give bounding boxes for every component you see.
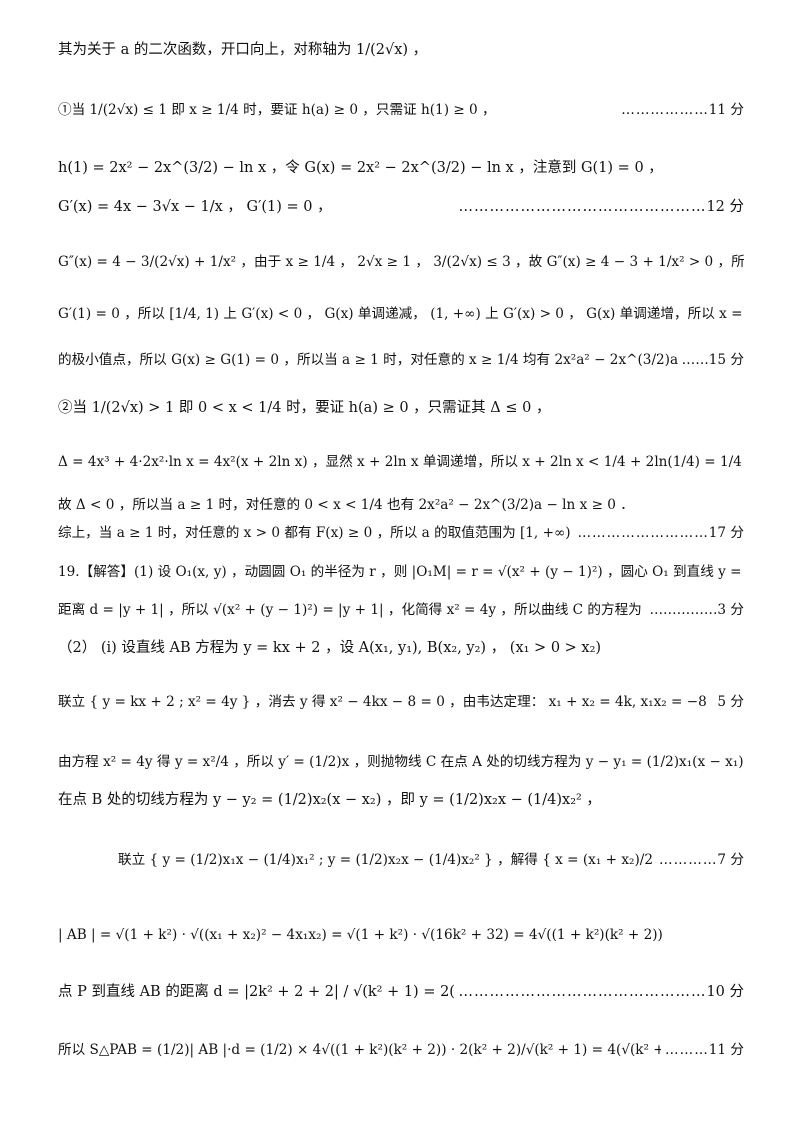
score-marker: ………………11 分 <box>617 100 744 120</box>
text-line-21: 所以 S△PAB = (1/2)| AB |·d = (1/2) × 4√((1… <box>58 1040 744 1060</box>
line-text: 在点 B 处的切线方程为 y − y₂ = (1/2)x₂(x − x₂) ，即… <box>58 792 601 808</box>
line-text: ①当 1/(2√x) ≤ 1 即 x ≥ 1/4 时，要证 h(a) ≥ 0 ，… <box>58 102 496 118</box>
score-marker: ……15 分 <box>677 350 744 370</box>
line-text: 联立 { y = (1/2)x₁x − (1/4)x₁² ; y = (1/2)… <box>118 852 744 868</box>
text-line-11: 综上，当 a ≥ 1 时，对任意的 x > 0 都有 F(x) ≥ 0 ，所以 … <box>58 523 744 543</box>
line-text: ②当 1/(2√x) > 1 即 0 < x < 1/4 时，要证 h(a) ≥… <box>58 400 551 416</box>
line-text: | AB | = √(1 + k²) · √((x₁ + x₂)² − 4x₁x… <box>58 927 663 943</box>
line-text: （2） (i) 设直线 AB 方程为 y = kx + 2 ，设 A(x₁, y… <box>58 640 602 656</box>
text-line-1: 其为关于 a 的二次函数，开口向上，对称轴为 1/(2√x) ， <box>58 40 744 60</box>
line-text: 故 Δ < 0 ，所以当 a ≥ 1 时，对任意的 0 < x < 1/4 也有… <box>58 497 634 513</box>
text-line-10: 故 Δ < 0 ，所以当 a ≥ 1 时，对任意的 0 < x < 1/4 也有… <box>58 495 744 515</box>
text-line-8: ②当 1/(2√x) > 1 即 0 < x < 1/4 时，要证 h(a) ≥… <box>58 398 744 418</box>
score-marker: …………………………………………12 分 <box>454 197 744 217</box>
line-text: 联立 { y = kx + 2 ; x² = 4y } ，消去 y 得 x² −… <box>58 694 744 710</box>
score-marker: ………………………17 分 <box>573 523 744 543</box>
text-line-6: G′(1) = 0 ，所以 [1/4, 1) 上 G′(x) < 0 ， G(x… <box>58 304 744 324</box>
score-marker: ………11 分 <box>661 1040 744 1060</box>
score-marker: 5 分 <box>713 692 744 712</box>
text-line-19: | AB | = √(1 + k²) · √((x₁ + x₂)² − 4x₁x… <box>58 925 744 945</box>
line-text: 19.【解答】(1) 设 O₁(x, y) ，动圆圆 O₁ 的半径为 r ，则 … <box>58 564 744 580</box>
text-line-12: 19.【解答】(1) 设 O₁(x, y) ，动圆圆 O₁ 的半径为 r ，则 … <box>58 562 744 582</box>
text-line-9: Δ = 4x³ + 4·2x²·ln x = 4x²(x + 2ln x) ，显… <box>58 452 744 472</box>
line-text: 由方程 x² = 4y 得 y = x²/4 ，所以 y′ = (1/2)x ，… <box>58 754 744 770</box>
text-line-3: h(1) = 2x² − 2x^(3/2) − ln x ，令 G(x) = 2… <box>58 158 744 178</box>
text-line-7: 的极小值点，所以 G(x) ≥ G(1) = 0 ，所以当 a ≥ 1 时，对任… <box>58 350 744 370</box>
text-line-4: G′(x) = 4x − 3√x − 1/x ， G′(1) = 0 ， ………… <box>58 197 744 217</box>
line-text: 综上，当 a ≥ 1 时，对任意的 x > 0 都有 F(x) ≥ 0 ，所以 … <box>58 525 589 541</box>
text-line-2: ①当 1/(2√x) ≤ 1 即 x ≥ 1/4 时，要证 h(a) ≥ 0 ，… <box>58 100 744 120</box>
line-text: h(1) = 2x² − 2x^(3/2) − ln x ，令 G(x) = 2… <box>58 160 663 176</box>
score-marker: ……………3 分 <box>645 600 744 620</box>
line-text: G′(1) = 0 ，所以 [1/4, 1) 上 G′(x) < 0 ， G(x… <box>58 306 744 322</box>
line-text: G″(x) = 4 − 3/(2√x) + 1/x² ，由于 x ≥ 1/4 ，… <box>58 254 744 270</box>
score-marker: …………………………………………10 分 <box>454 982 744 1002</box>
line-text: 距离 d = |y + 1| ，所以 √(x² + (y − 1)²) = |y… <box>58 602 696 618</box>
line-text: Δ = 4x³ + 4·2x²·ln x = 4x²(x + 2ln x) ，显… <box>58 454 744 470</box>
text-line-13: 距离 d = |y + 1| ，所以 √(x² + (y − 1)²) = |y… <box>58 600 744 620</box>
line-text: 的极小值点，所以 G(x) ≥ G(1) = 0 ，所以当 a ≥ 1 时，对任… <box>58 352 744 368</box>
text-line-18: 联立 { y = (1/2)x₁x − (1/4)x₁² ; y = (1/2)… <box>118 850 744 870</box>
line-text: 所以 S△PAB = (1/2)| AB |·d = (1/2) × 4√((1… <box>58 1042 744 1058</box>
text-line-14: （2） (i) 设直线 AB 方程为 y = kx + 2 ，设 A(x₁, y… <box>58 638 744 658</box>
score-marker: …………7 分 <box>655 850 744 870</box>
text-line-15: 联立 { y = kx + 2 ; x² = 4y } ，消去 y 得 x² −… <box>58 692 744 712</box>
line-text: 其为关于 a 的二次函数，开口向上，对称轴为 1/(2√x) ， <box>58 42 428 58</box>
text-line-16: 由方程 x² = 4y 得 y = x²/4 ，所以 y′ = (1/2)x ，… <box>58 752 744 772</box>
line-text: G′(x) = 4x − 3√x − 1/x ， G′(1) = 0 ， <box>58 199 332 215</box>
text-line-20: 点 P 到直线 AB 的距离 d = |2k² + 2 + 2| / √(k² … <box>58 982 744 1002</box>
text-line-5: G″(x) = 4 − 3/(2√x) + 1/x² ，由于 x ≥ 1/4 ，… <box>58 252 744 272</box>
text-line-17: 在点 B 处的切线方程为 y − y₂ = (1/2)x₂(x − x₂) ，即… <box>58 790 744 810</box>
